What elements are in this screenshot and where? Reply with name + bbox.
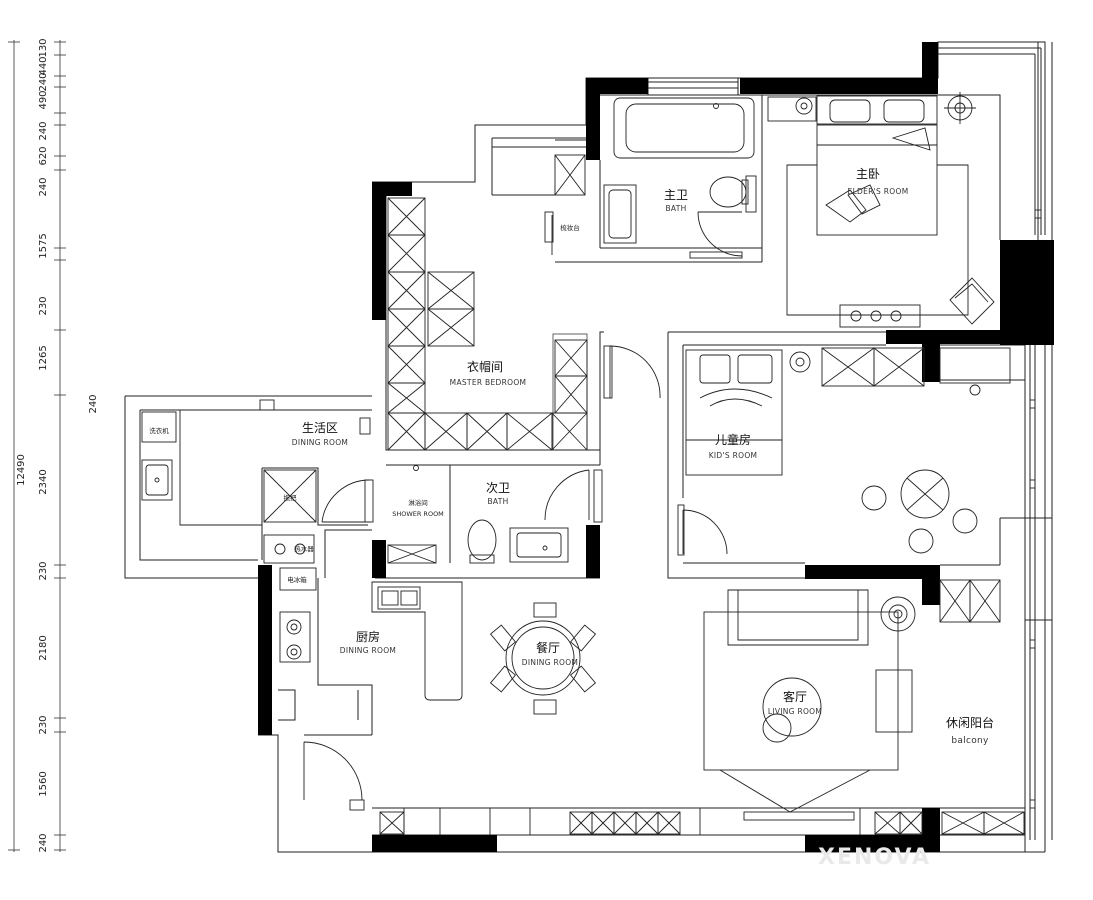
label-washer: 洗衣机 (149, 426, 169, 435)
furniture (141, 92, 1042, 821)
dining-table (505, 620, 581, 696)
label-second-bath-en: BATH (487, 497, 508, 506)
structural-walls (258, 42, 1054, 852)
armchair (949, 277, 995, 325)
label-dining: 餐厅 (536, 640, 560, 655)
dim-label: 2340 (38, 469, 49, 494)
label-living-area-en: DINING ROOM (292, 438, 348, 447)
dim-label: 490 (38, 90, 49, 109)
kitchen-counter (371, 581, 463, 701)
label-living-room-en: LIVING ROOM (768, 707, 822, 716)
label-water-heater: 热水器 (294, 544, 314, 553)
double-bed (816, 124, 938, 236)
dim-label: 130 (38, 38, 49, 57)
label-shower-en: SHOWER ROOM (392, 510, 444, 518)
dim-label: 1560 (38, 771, 49, 796)
dim-label: 230 (38, 561, 49, 580)
label-master-bath: 主卫 (664, 188, 688, 202)
label-dining-en: DINING ROOM (522, 658, 578, 667)
coffee-table (762, 677, 822, 737)
room-labels: 主卧 ELDER'S ROOM 主卫 BATH 梳妆台 衣帽间 MASTER B… (149, 167, 994, 746)
dim-label: 240 (88, 394, 99, 413)
label-balcony-en: balcony (951, 736, 989, 746)
label-kitchen: 厨房 (356, 629, 380, 644)
label-shower: 淋浴间 (408, 498, 428, 507)
round-table (900, 469, 950, 519)
label-kitchen-en: DINING ROOM (340, 646, 396, 655)
label-balcony: 休闲阳台 (946, 715, 994, 730)
dim-label: 620 (38, 146, 49, 165)
label-kids-room: 儿童房 (715, 432, 751, 447)
dim-label: 240 (38, 833, 49, 852)
label-living-room: 客厅 (783, 689, 807, 704)
label-dressing-table: 梳妆台 (560, 223, 580, 232)
label-master-bath-en: BATH (665, 204, 686, 213)
toilet (709, 176, 747, 208)
label-living-area: 生活区 (302, 421, 338, 435)
dim-label: 240 (38, 121, 49, 140)
sofa (727, 589, 869, 646)
label-second-bath: 次卫 (486, 481, 510, 495)
dim-label: 240 (38, 72, 49, 91)
dim-total: 12490 (16, 454, 27, 486)
label-master-bedroom: 主卧 (856, 167, 880, 181)
label-cloakroom: 衣帽间 (467, 359, 503, 374)
dim-label: 240 (38, 177, 49, 196)
single-bed (685, 349, 783, 476)
label-cloakroom-en: MASTER BEDROOM (450, 378, 527, 387)
dim-label: 230 (38, 296, 49, 315)
label-master-bedroom-en: ELDER'S ROOM (848, 187, 909, 196)
toilet-2 (467, 519, 497, 561)
bathtub (613, 97, 755, 159)
label-kids-room-en: KID'S ROOM (709, 451, 758, 460)
dimension-lines (8, 40, 66, 852)
label-mop-sink: 拖把 (284, 493, 298, 502)
label-fridge: 电冰箱 (287, 575, 307, 584)
dimension-labels: 12490 130 440 240 490 240 620 240 1575 2… (16, 38, 99, 852)
bath-sink (603, 184, 637, 244)
watermark: XENOVA (818, 845, 931, 870)
dim-label: 230 (38, 715, 49, 734)
dim-label: 1265 (38, 345, 49, 370)
dim-label: 2180 (38, 635, 49, 660)
dim-label: 440 (38, 56, 49, 75)
dim-label: 1575 (38, 233, 49, 258)
cabinets (141, 154, 1025, 835)
wash-basin (509, 527, 569, 563)
